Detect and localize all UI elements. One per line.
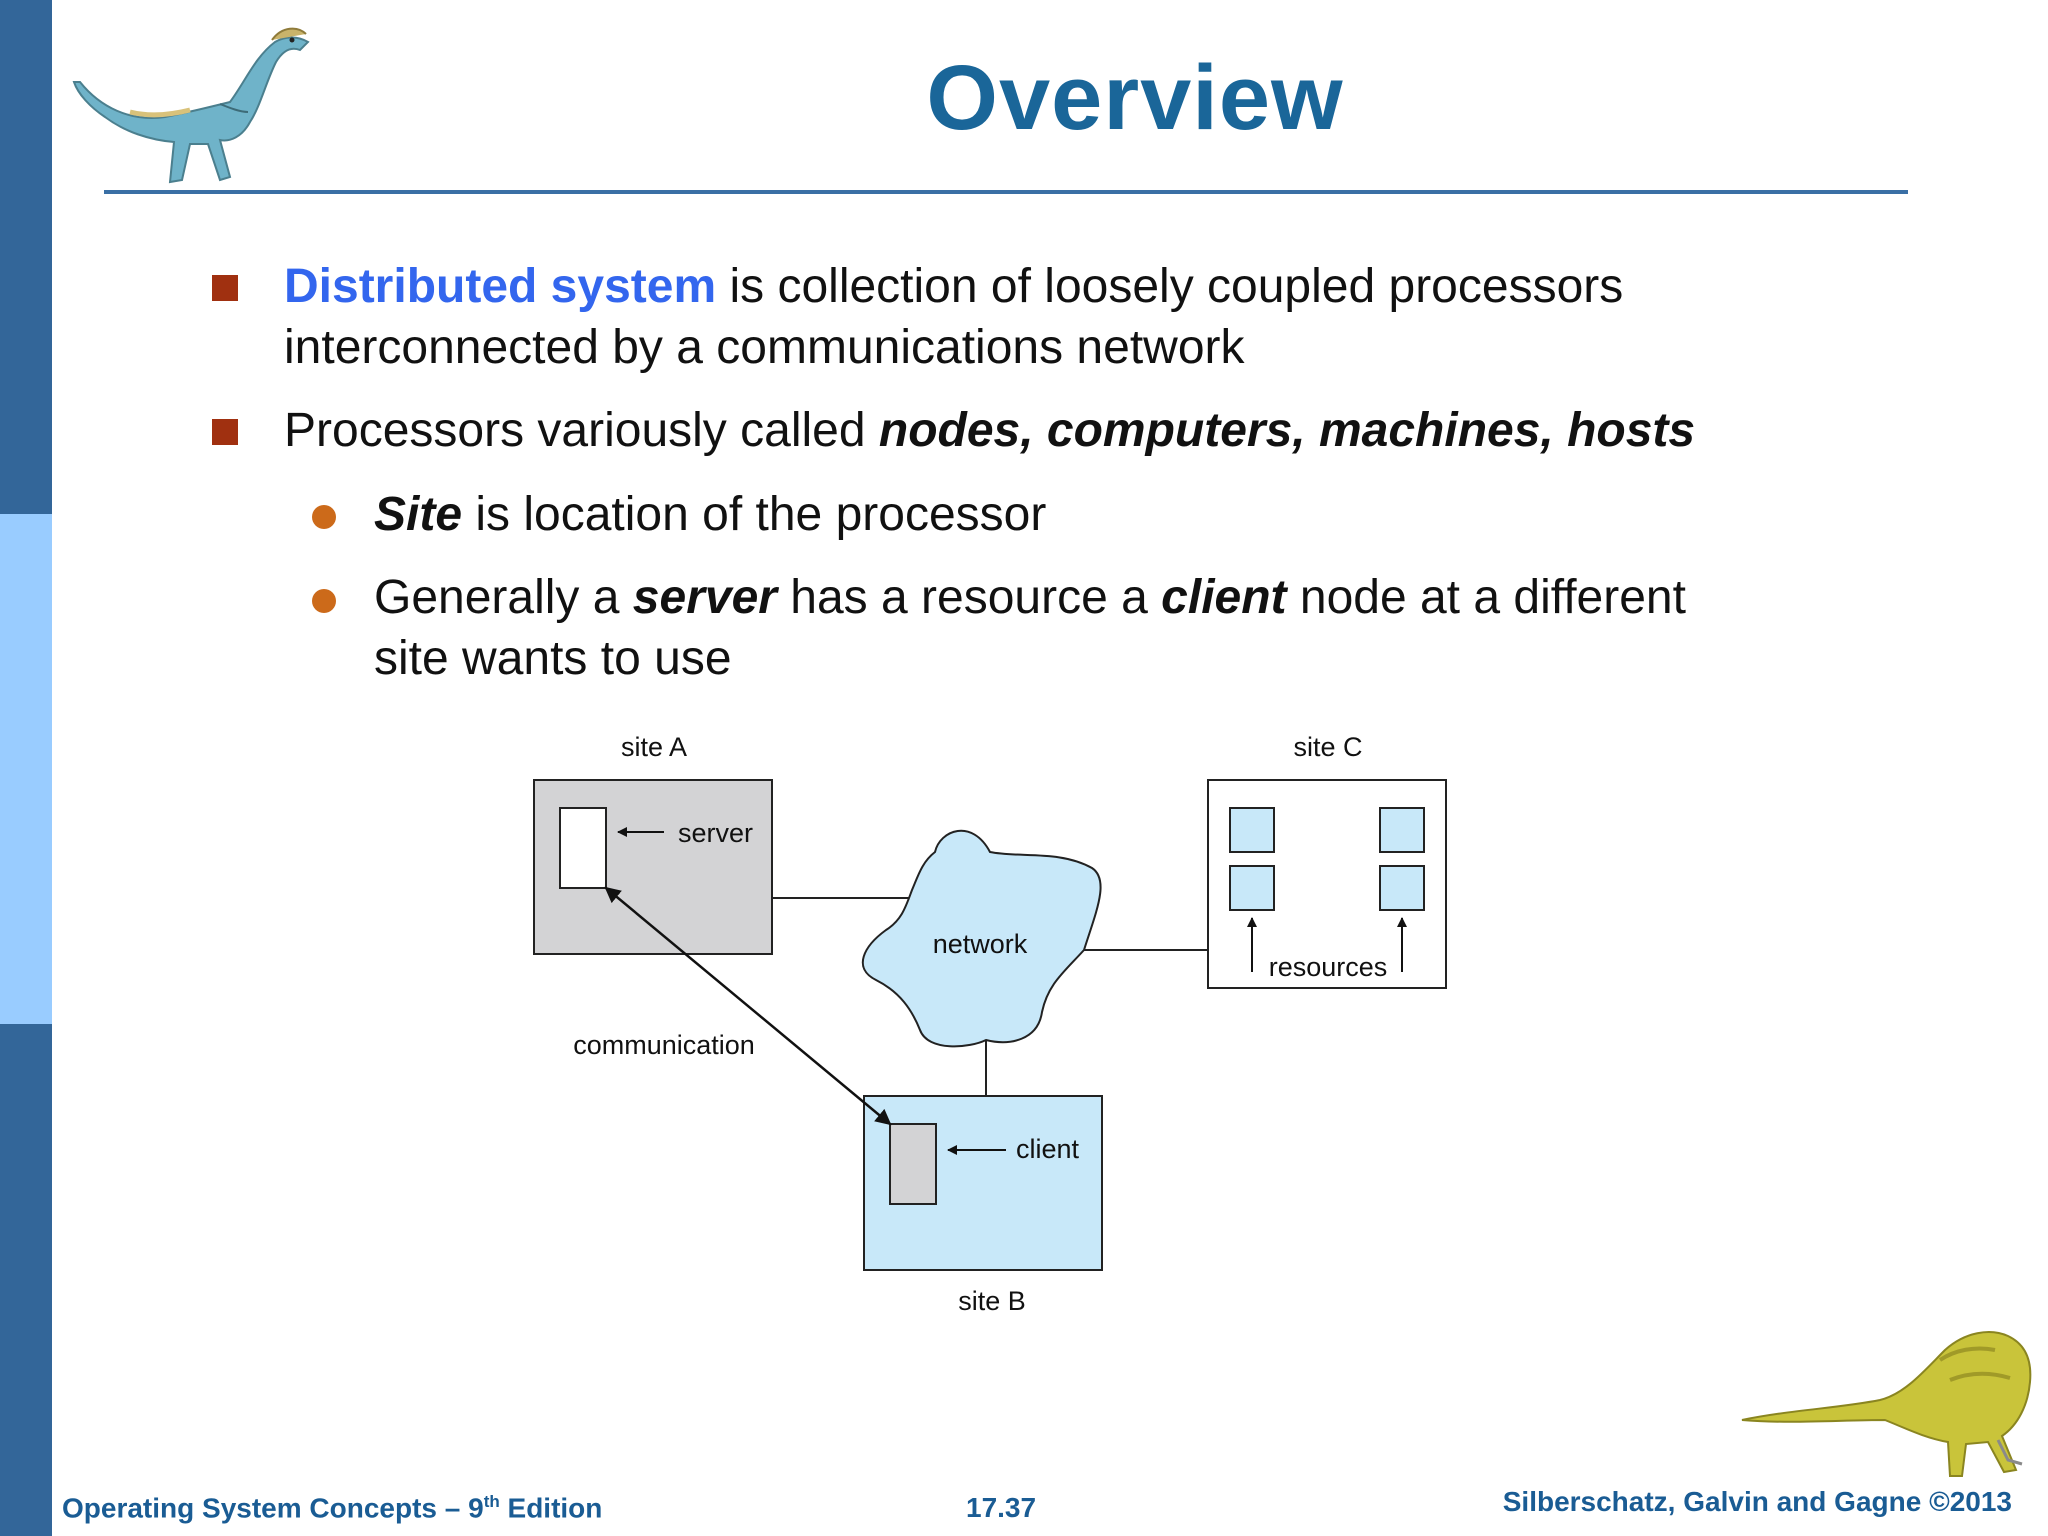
bullet-text: Generally a	[374, 571, 633, 624]
bullet-text: node at a different	[1286, 571, 1686, 624]
label-communication: communication	[573, 1030, 755, 1060]
communication-arrow	[604, 886, 892, 1126]
resource-block	[1229, 807, 1275, 853]
client-process	[889, 1123, 937, 1205]
subbullet-site: Site is location of the processor	[374, 484, 1046, 545]
slide-title: Overview	[926, 47, 1344, 149]
bullet-text: has a resource a	[776, 571, 1162, 624]
bullet-text: is collection of loosely coupled process…	[716, 260, 1624, 313]
square-bullet-marker	[212, 419, 238, 445]
label-network: network	[933, 929, 1028, 959]
footer-book-title: Operating System Concepts – 9th Edition	[62, 1492, 602, 1524]
subbullet-server-client: Generally a server has a resource a clie…	[374, 567, 1686, 689]
footer-book-text: Operating System Concepts – 9	[62, 1492, 484, 1524]
footer-authors: Silberschatz, Galvin and Gagne ©2013	[1502, 1486, 2012, 1517]
server-resource	[559, 807, 607, 889]
footer-edition-text: Edition	[499, 1492, 603, 1524]
label-client: client	[1016, 1134, 1080, 1164]
title-divider	[104, 190, 1908, 194]
resource-block	[1229, 865, 1275, 911]
footer-page-number: 17.37	[966, 1492, 1037, 1523]
term-site: Site	[374, 488, 463, 541]
footer-superscript: th	[483, 1492, 500, 1511]
bullet-line: interconnected by a communications netwo…	[284, 321, 1245, 374]
sidebar-segment-top	[0, 0, 52, 514]
bullet-distributed-system: Distributed system is collection of loos…	[284, 256, 1623, 378]
bullet-line: Distributed system is collection of loos…	[284, 256, 1623, 317]
bullet-text: is location of the processor	[462, 488, 1047, 541]
sidebar-band	[0, 0, 52, 1536]
round-bullet-marker	[312, 505, 336, 529]
bullet-text: Processors variously called	[284, 404, 879, 457]
bullet-line: Generally a server has a resource a clie…	[374, 567, 1686, 628]
dinosaur-bottom-illustration	[1741, 1331, 2032, 1477]
sidebar-segment-middle	[0, 514, 52, 1024]
bullet-processors: Processors variously called nodes, compu…	[284, 400, 1695, 461]
label-site-a: site A	[621, 732, 687, 762]
dinosaur-top-illustration	[72, 27, 310, 184]
square-bullet-marker	[212, 275, 238, 301]
term-distributed-system: Distributed system	[284, 260, 717, 313]
label-server: server	[678, 818, 753, 848]
resource-block	[1379, 807, 1425, 853]
round-bullet-marker	[312, 589, 336, 613]
bullet-line: site wants to use	[374, 632, 732, 685]
label-site-b: site B	[958, 1286, 1026, 1316]
term-client: client	[1161, 571, 1287, 624]
label-site-c: site C	[1293, 732, 1362, 762]
label-resources: resources	[1269, 952, 1388, 982]
resource-block	[1379, 865, 1425, 911]
term-processor-names: nodes, computers, machines, hosts	[878, 404, 1696, 457]
sidebar-segment-bottom	[0, 1024, 52, 1536]
term-server: server	[632, 571, 777, 624]
